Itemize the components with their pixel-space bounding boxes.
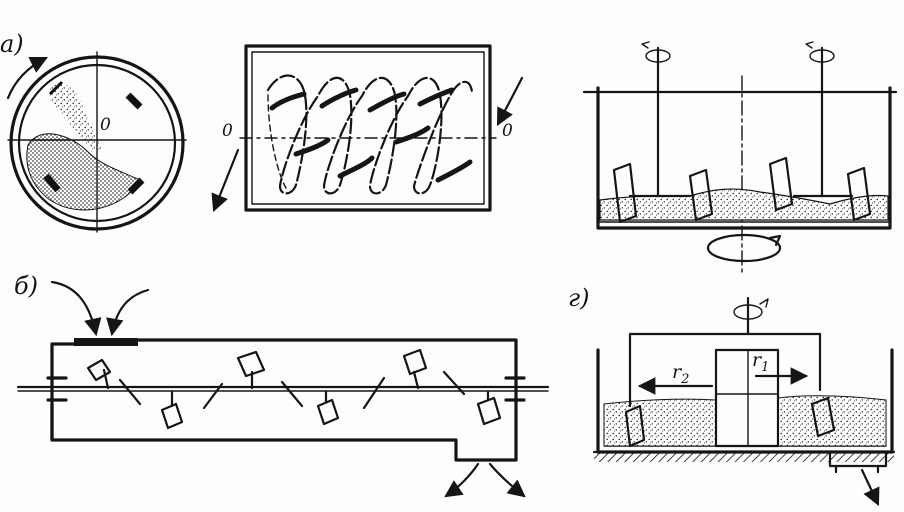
- panel-a-drum-side-view: [211, 44, 524, 213]
- panel-g-label: г): [568, 284, 590, 312]
- side-view-right-axis-label: 0: [502, 121, 513, 141]
- panel-b-paddle-mixer: [16, 280, 550, 498]
- radius-r1-label: r1: [752, 349, 769, 375]
- panel-g-rotating-pan-mixer: [592, 296, 896, 506]
- panel-a-drum-cross-section: [6, 51, 187, 233]
- drum-axis-label: 0: [100, 115, 111, 135]
- panel-b-label: б): [14, 272, 38, 300]
- panel-a-label: а): [0, 30, 24, 58]
- radius-r2-label: r2: [672, 361, 689, 387]
- panel-v-pan-mixer: [582, 41, 898, 273]
- side-view-left-axis-label: 0: [222, 121, 233, 141]
